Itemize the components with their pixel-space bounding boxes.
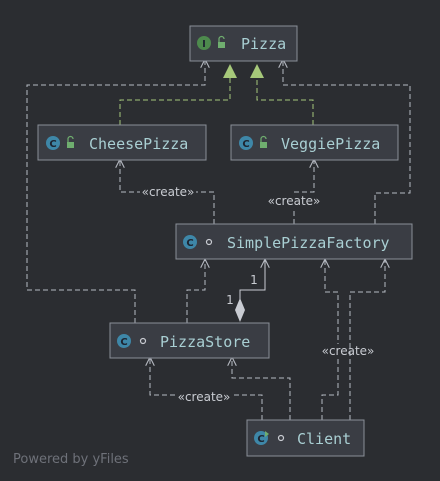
svg-text:I: I (202, 39, 206, 50)
edge-client-uses-factory (349, 260, 385, 420)
svg-text:C: C (242, 139, 249, 150)
svg-text:C: C (120, 337, 127, 348)
edge-client-creates-store: «create» (150, 358, 263, 420)
multiplicity-label: 1 (250, 273, 258, 287)
run-marker-icon (265, 431, 269, 437)
interface-badge-icon (197, 36, 211, 50)
node-veggiepizza[interactable]: C VeggiePizza (230, 124, 399, 161)
circle-visibility-icon (139, 337, 147, 345)
node-label: Pizza (241, 35, 286, 53)
node-client[interactable]: C Client (246, 419, 365, 457)
node-label: VeggiePizza (281, 135, 380, 153)
node-label: PizzaStore (160, 333, 250, 351)
lock-icon (218, 35, 225, 48)
edge-store-aggregates-factory: 1 1 (226, 260, 265, 322)
edge-client-creates-factory: «create» (320, 260, 376, 420)
edge-factory-creates-veggie: «create» (266, 160, 322, 224)
svg-text:C: C (186, 238, 193, 249)
node-pizza[interactable]: I Pizza (189, 25, 298, 62)
multiplicity-label: 1 (226, 293, 234, 307)
node-pizzastore[interactable]: C PizzaStore (109, 322, 270, 359)
edge-store-uses-pizza (26, 60, 205, 323)
edge-client-uses-store (232, 358, 291, 420)
circle-visibility-icon (277, 434, 285, 442)
class-badge-icon (46, 136, 60, 150)
run-class-icon (254, 431, 268, 445)
lock-icon (260, 135, 267, 148)
svg-text:C: C (257, 434, 264, 445)
node-label: Client (297, 430, 351, 448)
node-simplepizzafactory[interactable]: C SimplePizzaFactory (175, 223, 413, 260)
svg-text:C: C (49, 139, 56, 150)
class-badge-icon (239, 136, 253, 150)
edge-store-uses-factory (186, 260, 205, 323)
yfiles-watermark: Powered by yFiles (13, 452, 129, 467)
edge-factory-uses-pizza (283, 60, 411, 224)
edge-veggie-realizes-pizza (250, 64, 314, 125)
lock-icon (67, 135, 74, 148)
circle-visibility-icon (205, 238, 213, 246)
node-label: CheesePizza (89, 135, 188, 153)
stereotype-label: «create» (142, 185, 195, 199)
class-badge-icon (183, 235, 197, 249)
node-label: SimplePizzaFactory (227, 234, 390, 252)
edge-cheese-realizes-pizza (119, 64, 237, 125)
class-badge-icon (117, 334, 131, 348)
node-cheesepizza[interactable]: C CheesePizza (37, 124, 207, 161)
aggregation-diamond (235, 298, 245, 322)
stereotype-label: «create» (268, 194, 321, 208)
edge-factory-creates-cheese: «create» (120, 160, 215, 224)
stereotype-label: «create» (178, 390, 231, 404)
stereotype-label: «create» (322, 344, 375, 358)
